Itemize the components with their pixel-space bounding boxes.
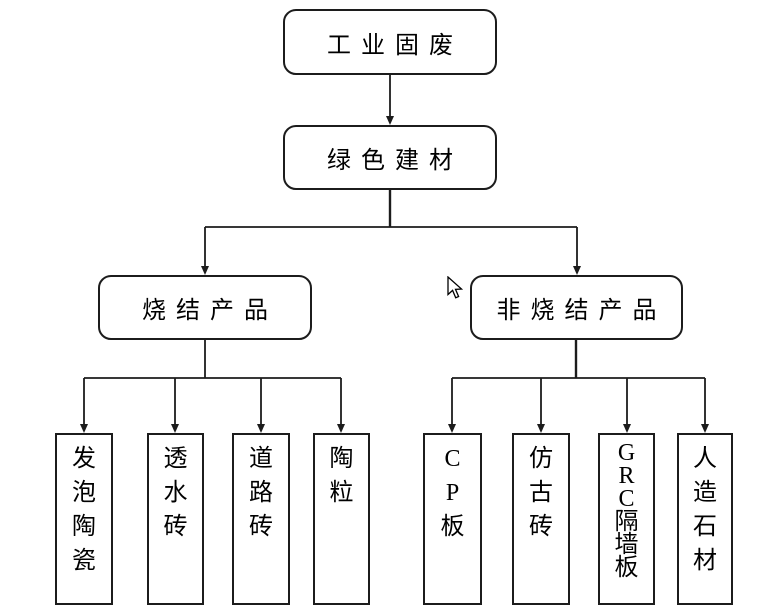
node-antique-brick: 仿古砖 — [512, 433, 570, 605]
node-label-char: 道 — [249, 446, 273, 472]
node-label-char: C — [618, 486, 635, 512]
node-label-char: 陶 — [72, 514, 96, 540]
node-label-char: 发 — [72, 446, 96, 472]
node-label-char: R — [618, 463, 635, 489]
node-label-char: 瓷 — [72, 548, 96, 574]
node-label: 烧结产品 — [142, 298, 278, 324]
node-label: 工业固废 — [327, 32, 463, 59]
node-label-char: 砖 — [163, 514, 188, 540]
node-artificial-stone: 人造石材 — [677, 433, 733, 605]
node-label-char: 粒 — [329, 480, 354, 506]
node-road-brick: 道路砖 — [232, 433, 290, 605]
node-label-char: 路 — [249, 480, 273, 506]
node-label-char: 陶 — [329, 446, 354, 472]
node-label: 非烧结产品 — [496, 298, 667, 324]
node-foamed-ceramic: 发泡陶瓷 — [55, 433, 113, 605]
node-industrial-solid-waste: 工业固废 — [283, 9, 497, 75]
node-label-char: 砖 — [529, 514, 553, 540]
node-label-char: P — [445, 480, 460, 506]
node-label-char: 古 — [529, 480, 553, 506]
node-label-char: 墙 — [614, 532, 639, 558]
node-label-char: 仿 — [529, 446, 553, 472]
node-label-char: 隔 — [614, 509, 639, 535]
node-ceramsite: 陶粒 — [313, 433, 370, 605]
node-label: 绿色建材 — [327, 148, 463, 174]
node-label-char: 石 — [693, 514, 717, 540]
node-label-char: 砖 — [249, 514, 273, 540]
node-label-char: 泡 — [72, 480, 96, 506]
node-permeable-brick: 透水砖 — [147, 433, 204, 605]
node-label-char: 水 — [163, 480, 188, 506]
node-label-char: 透 — [163, 446, 188, 472]
node-label-char: C — [444, 446, 461, 472]
node-label-char: 造 — [693, 480, 717, 506]
node-label-char: G — [617, 440, 636, 466]
node-label-char: 板 — [614, 555, 639, 581]
node-label-char: 材 — [693, 548, 717, 574]
mouse-cursor-icon — [447, 276, 464, 299]
node-green-building-materials: 绿色建材 — [283, 125, 497, 190]
node-sintered-products: 烧结产品 — [98, 275, 312, 340]
node-non-sintered-products: 非烧结产品 — [470, 275, 683, 340]
node-label-char: 板 — [440, 514, 465, 540]
node-label-char: 人 — [693, 446, 717, 472]
